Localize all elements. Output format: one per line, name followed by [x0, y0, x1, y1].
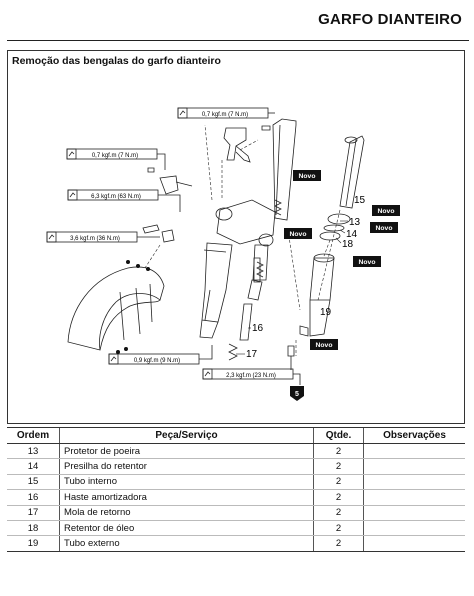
inner-tube	[339, 135, 365, 209]
page-title: GARFO DIANTEIRO	[318, 11, 462, 28]
small-bracket	[142, 167, 193, 243]
callout-16: 16	[252, 323, 264, 334]
front-fender	[67, 266, 165, 351]
brake-hose-clamp	[223, 125, 271, 163]
svg-text:Novo: Novo	[376, 225, 393, 232]
svg-text:Novo: Novo	[378, 208, 395, 215]
col-peca-servico: Peça/Serviço	[59, 427, 314, 444]
cell-qtde: 2	[313, 489, 364, 506]
cell-ordem: 15	[7, 474, 60, 491]
cell-qtde: 2	[313, 443, 364, 460]
rebound-spring	[228, 343, 238, 361]
novo-badge-1: Novo	[293, 170, 321, 181]
cell-peca: Retentor de óleo	[59, 520, 314, 537]
callout-15: 15	[354, 195, 366, 206]
cell-qtde: 2	[313, 505, 364, 521]
fork-spring	[274, 199, 282, 216]
parts-table: Ordem Peça/Serviço Qtde. Observações 13 …	[7, 427, 465, 552]
callout-17: 17	[246, 349, 258, 360]
svg-text:Novo: Novo	[299, 173, 316, 180]
novo-badge-4: Novo	[370, 222, 398, 233]
tool-mark: 5	[290, 386, 304, 401]
outer-tube	[299, 253, 335, 337]
novo-badge-2: Novo	[284, 228, 312, 239]
torque-label: 2,3 kgf.m (23 N.m)	[226, 373, 276, 379]
cell-peca: Tubo interno	[59, 474, 314, 491]
bottom-bolt	[287, 345, 295, 357]
novo-badge-3: Novo	[372, 205, 400, 216]
cell-peca: Protetor de poeira	[59, 443, 314, 460]
svg-text:Novo: Novo	[290, 231, 307, 238]
col-observacoes: Observações	[363, 427, 465, 444]
cell-peca: Presilha do retentor	[59, 458, 314, 475]
col-ordem: Ordem	[7, 427, 60, 444]
table-row: 16 Haste amortizadora 2	[7, 489, 465, 506]
callout-18: 18	[342, 239, 354, 250]
table-row: 13 Protetor de poeira 2	[7, 443, 465, 460]
damper-rod	[239, 257, 261, 341]
novo-badge-5: Novo	[353, 256, 381, 267]
svg-text:Novo: Novo	[359, 259, 376, 266]
cell-ordem: 16	[7, 489, 60, 506]
cell-obs	[363, 474, 465, 491]
left-fork-assembly	[199, 118, 297, 339]
dust-seal	[327, 213, 351, 225]
cell-qtde: 2	[313, 474, 364, 491]
cell-qtde: 2	[313, 520, 364, 537]
svg-text:5: 5	[295, 391, 299, 398]
cell-obs	[363, 505, 465, 521]
table-header-row: Ordem Peça/Serviço Qtde. Observações	[7, 427, 465, 444]
header-rule	[7, 40, 469, 41]
callout-19: 19	[320, 307, 332, 318]
table-row: 18 Retentor de óleo 2	[7, 520, 465, 537]
svg-text:Novo: Novo	[316, 342, 333, 349]
oil-seal-clip	[323, 224, 345, 232]
cell-ordem: 17	[7, 505, 60, 521]
page-header: GARFO DIANTEIRO	[0, 0, 474, 41]
torque-label: 3,6 kgf.m (36 N.m)	[70, 236, 120, 242]
col-qtde: Qtde.	[313, 427, 364, 444]
cell-obs	[363, 520, 465, 537]
cell-obs	[363, 458, 465, 475]
cell-obs	[363, 489, 465, 506]
table-row: 15 Tubo interno 2	[7, 474, 465, 491]
cell-peca: Tubo externo	[59, 535, 314, 552]
cell-qtde: 2	[313, 458, 364, 475]
torque-label: 0,7 kgf.m (7 N.m)	[92, 153, 138, 159]
diagram-title: Remoção das bengalas do garfo dianteiro	[12, 55, 221, 67]
exploded-view-diagram: Novo Novo Novo Novo Novo Novo 0,7 kgf.m …	[46, 107, 400, 401]
cell-obs	[363, 535, 465, 552]
torque-label: 6,3 kgf.m (63 N.m)	[91, 194, 141, 200]
cell-peca: Haste amortizadora	[59, 489, 314, 506]
table-row: 19 Tubo externo 2	[7, 535, 465, 552]
novo-badge-6: Novo	[310, 339, 338, 350]
diagram-panel: Remoção das bengalas do garfo dianteiro	[7, 50, 465, 424]
cell-ordem: 19	[7, 535, 60, 552]
torque-label: 0,9 kgf.m (9 N.m)	[134, 358, 180, 364]
cell-ordem: 18	[7, 520, 60, 537]
table-row: 14 Presilha do retentor 2	[7, 458, 465, 475]
callout-14: 14	[346, 229, 358, 240]
fender-bolt-markers	[116, 260, 150, 354]
cell-peca: Mola de retorno	[59, 505, 314, 521]
cell-ordem: 14	[7, 458, 60, 475]
cell-obs	[363, 443, 465, 460]
table-row: 17 Mola de retorno 2	[7, 505, 465, 521]
torque-label: 0,7 kgf.m (7 N.m)	[202, 112, 248, 118]
cell-qtde: 2	[313, 535, 364, 552]
cell-ordem: 13	[7, 443, 60, 460]
callout-13: 13	[349, 217, 361, 228]
